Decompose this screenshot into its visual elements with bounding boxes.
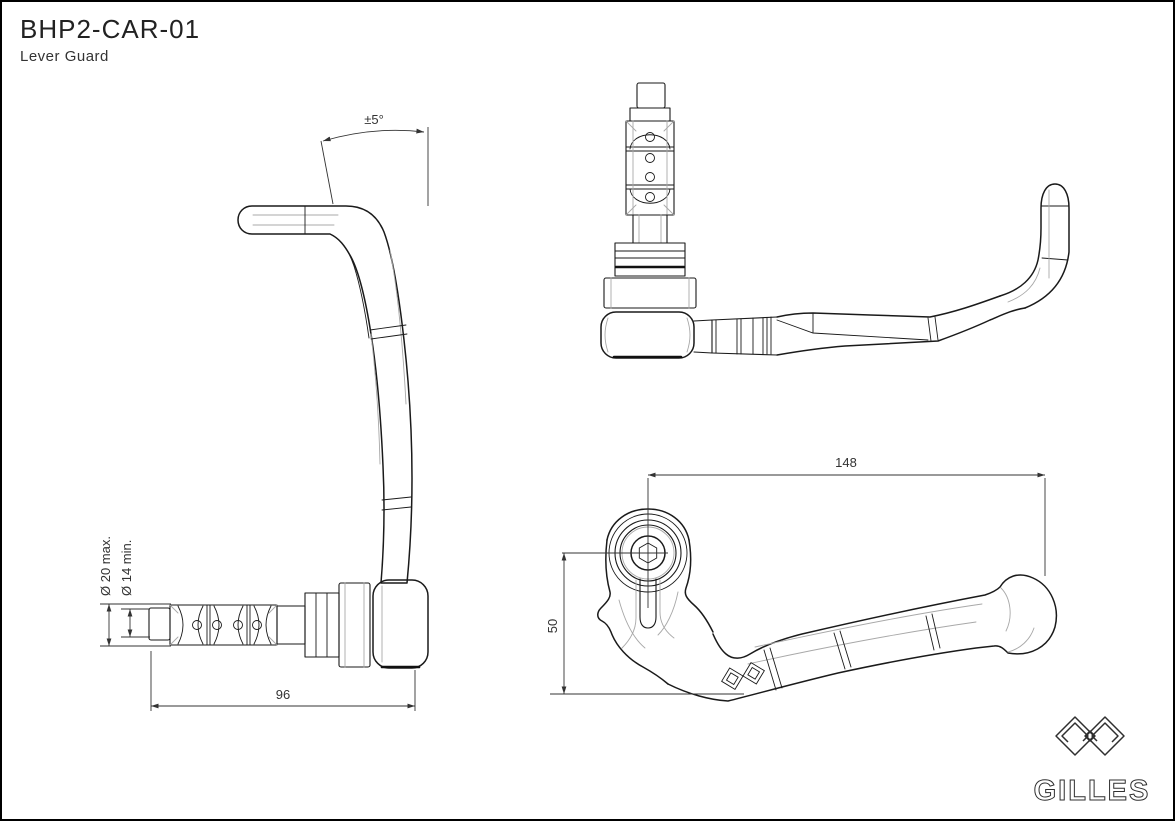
gilles-monogram-icon — [1055, 716, 1125, 756]
gilles-logo: GILLES — [1033, 716, 1151, 808]
dim-drop-height: 50 — [545, 553, 744, 695]
title-block: BHP2-CAR-01 Lever Guard — [20, 14, 200, 65]
clamp-dia-min-label: Ø 14 min. — [119, 540, 134, 596]
overall-length-label: 148 — [835, 455, 857, 470]
side-view-drawing: ±5° Ø 20 max. Ø 14 min. 96 — [98, 112, 429, 711]
insert-length-label: 96 — [276, 687, 290, 702]
clamp-dia-max-label: Ø 20 max. — [98, 536, 113, 596]
top-view-drawing — [600, 82, 1070, 359]
guard-blade-front — [667, 574, 1057, 702]
gilles-wordmark: GILLES — [1034, 775, 1151, 807]
clamp-boss-front — [597, 508, 714, 685]
center-crosshair — [562, 478, 668, 608]
dim-clamp-diameters: Ø 20 max. Ø 14 min. — [98, 536, 171, 647]
dim-angle-tolerance: ±5° — [320, 112, 429, 206]
angle-tolerance-label: ±5° — [364, 112, 384, 127]
part-number: BHP2-CAR-01 — [20, 14, 201, 44]
dim-overall-length: 148 — [648, 455, 1046, 576]
bar-end-adapter-top — [600, 82, 697, 359]
drop-height-label: 50 — [545, 619, 560, 633]
bar-end-adapter-side — [148, 579, 429, 669]
part-name: Lever Guard — [20, 48, 109, 65]
dim-insert-length: 96 — [150, 651, 416, 711]
guard-bar-top — [693, 183, 1070, 356]
front-view-drawing: 148 50 — [545, 455, 1057, 702]
blade-monogram-engraving-icon — [721, 662, 765, 690]
